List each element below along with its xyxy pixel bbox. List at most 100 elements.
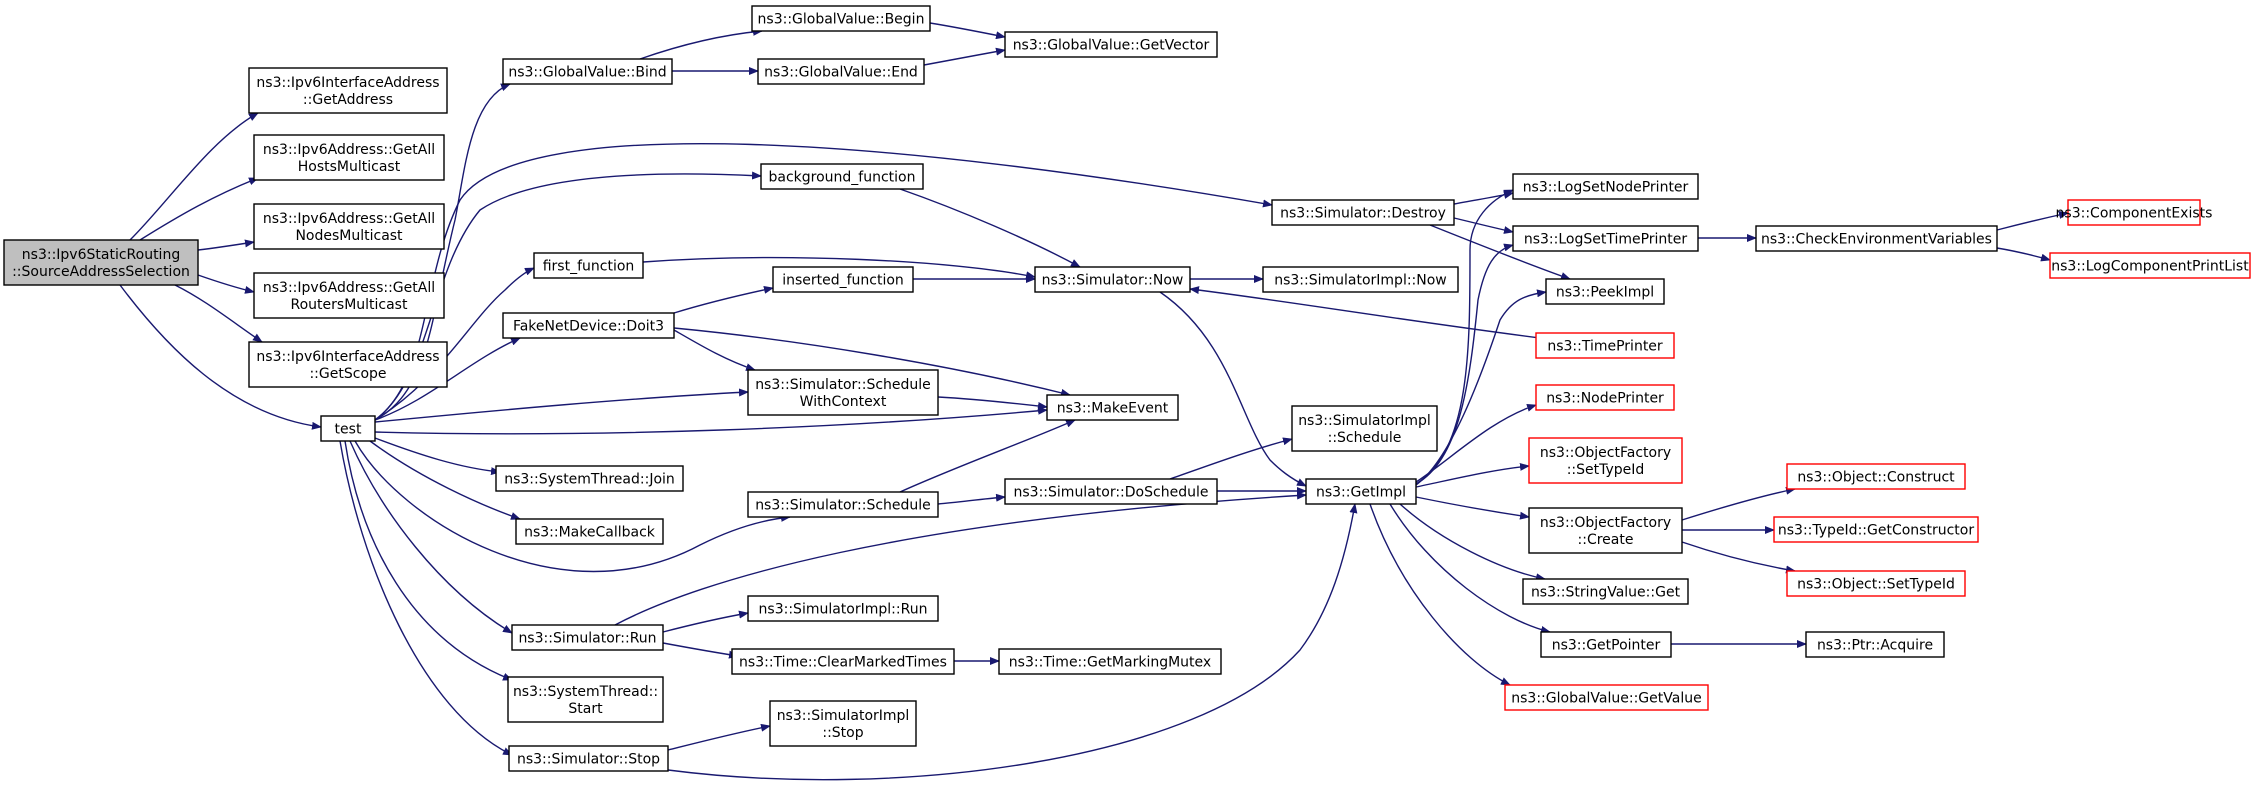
node-box bbox=[1786, 463, 1966, 490]
node-label: ns3::TypeId::GetConstructor bbox=[1778, 523, 1974, 539]
node-label: ns3::SimulatorImpl bbox=[1298, 413, 1431, 429]
edge-fakenet_doit3-to-makeevent bbox=[673, 327, 1071, 397]
node-label: ns3::Ptr::Acquire bbox=[1817, 638, 1933, 654]
node-first_function[interactable]: first_function bbox=[533, 252, 644, 279]
node-label: ns3::MakeCallback bbox=[524, 525, 656, 541]
node-typeid_getctor[interactable]: ns3::TypeId::GetConstructor bbox=[1773, 516, 1979, 543]
node-box bbox=[253, 272, 445, 319]
edge-root-to-ipv6addr_allnodes bbox=[197, 239, 255, 251]
node-simimpl_now[interactable]: ns3::SimulatorImpl::Now bbox=[1262, 266, 1459, 293]
node-box bbox=[502, 58, 673, 85]
node-timeprinter[interactable]: ns3::TimePrinter bbox=[1535, 332, 1675, 359]
node-label: ns3::SystemThread:: bbox=[513, 684, 658, 700]
node-log_nodeprinter[interactable]: ns3::LogSetNodePrinter bbox=[1512, 173, 1699, 200]
node-simimpl_schedule[interactable]: ns3::SimulatorImpl::Schedule bbox=[1291, 405, 1438, 452]
node-stringvalue_get[interactable]: ns3::StringValue::Get bbox=[1522, 578, 1689, 605]
node-label: ns3::Object::Construct bbox=[1797, 470, 1955, 486]
edge-getimpl-to-peekimpl bbox=[1415, 289, 1547, 486]
node-peekimpl[interactable]: ns3::PeekImpl bbox=[1545, 278, 1665, 305]
node-log_timeprinter[interactable]: ns3::LogSetTimePrinter bbox=[1512, 225, 1699, 252]
edge-sim_schedule-to-sim_doschedule bbox=[937, 493, 1006, 505]
node-label: ::GetAddress bbox=[303, 92, 393, 108]
node-fakenet_doit3[interactable]: FakeNetDevice::Doit3 bbox=[502, 312, 675, 339]
node-label: ns3::Ipv6InterfaceAddress bbox=[256, 349, 439, 365]
node-box bbox=[1305, 478, 1417, 505]
node-systhread_join[interactable]: ns3::SystemThread::Join bbox=[495, 465, 684, 492]
node-gv_end[interactable]: ns3::GlobalValue::End bbox=[757, 58, 925, 85]
node-makecallback[interactable]: ns3::MakeCallback bbox=[515, 518, 664, 545]
node-simimpl_run[interactable]: ns3::SimulatorImpl::Run bbox=[747, 595, 939, 622]
node-gv_bind[interactable]: ns3::GlobalValue::Bind bbox=[502, 58, 673, 85]
node-box bbox=[1512, 173, 1699, 200]
node-label: ::Create bbox=[1578, 532, 1634, 548]
node-sim_now[interactable]: ns3::Simulator::Now bbox=[1034, 266, 1191, 293]
node-box bbox=[1046, 394, 1179, 421]
edge-root-to-ipv6addr_allrouters bbox=[197, 274, 255, 294]
node-test[interactable]: test bbox=[320, 415, 376, 442]
node-background_function[interactable]: background_function bbox=[760, 163, 924, 190]
node-ptr_acquire[interactable]: ns3::Ptr::Acquire bbox=[1805, 631, 1945, 658]
edge-test-to-systhread_join bbox=[374, 437, 501, 476]
node-makeevent[interactable]: ns3::MakeEvent bbox=[1046, 394, 1179, 421]
node-ipv6if_getscope[interactable]: ns3::Ipv6InterfaceAddress::GetScope bbox=[248, 341, 448, 388]
node-simimpl_stop[interactable]: ns3::SimulatorImpl::Stop bbox=[769, 700, 917, 747]
edge-sim_run-to-time_clear bbox=[662, 642, 739, 659]
node-label: ns3::ObjectFactory bbox=[1540, 515, 1671, 531]
edge-timeprinter-to-sim_now bbox=[1189, 286, 1541, 339]
node-of_settypeid[interactable]: ns3::ObjectFactory::SetTypeId bbox=[1528, 437, 1683, 484]
node-label: ns3::Object::SetTypeId bbox=[1797, 577, 1955, 593]
edge-sim_destroy-to-peekimpl bbox=[1429, 224, 1571, 280]
edge-sim_now-to-getimpl bbox=[1159, 291, 1307, 487]
node-sim_destroy[interactable]: ns3::Simulator::Destroy bbox=[1271, 199, 1455, 226]
node-obj_construct[interactable]: ns3::Object::Construct bbox=[1786, 463, 1966, 490]
node-gv_getvalue[interactable]: ns3::GlobalValue::GetValue bbox=[1504, 684, 1709, 711]
node-check_env[interactable]: ns3::CheckEnvironmentVariables bbox=[1755, 225, 1998, 252]
node-obj_settypeid[interactable]: ns3::Object::SetTypeId bbox=[1786, 570, 1966, 597]
node-box bbox=[747, 491, 939, 518]
node-label: ns3::GetImpl bbox=[1316, 485, 1406, 501]
node-label: ::Schedule bbox=[1328, 430, 1402, 446]
node-box bbox=[772, 266, 914, 293]
node-box bbox=[320, 415, 376, 442]
edge-root-to-ipv6if_getaddress bbox=[129, 112, 259, 241]
edge-test-to-sim_schedule_wc bbox=[374, 388, 749, 423]
node-box bbox=[508, 745, 669, 772]
node-sim_stop[interactable]: ns3::Simulator::Stop bbox=[508, 745, 669, 772]
nodes-layer: ns3::Ipv6StaticRouting::SourceAddressSel… bbox=[3, 5, 2251, 772]
edge-root-to-ipv6if_getscope bbox=[174, 284, 263, 343]
node-gv_getvector[interactable]: ns3::GlobalValue::GetVector bbox=[1004, 31, 1218, 58]
node-label: HostsMulticast bbox=[298, 159, 401, 175]
edge-sim_run-to-getimpl bbox=[614, 491, 1307, 626]
node-label: first_function bbox=[543, 259, 635, 275]
node-nodeprinter[interactable]: ns3::NodePrinter bbox=[1535, 384, 1675, 411]
node-label: ns3::Time::GetMarkingMutex bbox=[1009, 655, 1211, 671]
node-box bbox=[1786, 570, 1966, 597]
edge-check_env-to-component_exists bbox=[1996, 211, 2069, 231]
node-root[interactable]: ns3::Ipv6StaticRouting::SourceAddressSel… bbox=[3, 239, 199, 286]
node-time_mutex[interactable]: ns3::Time::GetMarkingMutex bbox=[998, 648, 1222, 675]
node-label: ns3::NodePrinter bbox=[1546, 391, 1664, 407]
node-box bbox=[507, 676, 664, 723]
node-gv_begin[interactable]: ns3::GlobalValue::Begin bbox=[751, 5, 931, 32]
node-sim_doschedule[interactable]: ns3::Simulator::DoSchedule bbox=[1004, 478, 1218, 505]
node-inserted_function[interactable]: inserted_function bbox=[772, 266, 914, 293]
node-sim_run[interactable]: ns3::Simulator::Run bbox=[511, 624, 664, 651]
edge-test-to-sim_schedule bbox=[354, 440, 791, 573]
node-component_exists[interactable]: ns3::ComponentExists bbox=[2056, 199, 2213, 226]
edge-getimpl-to-of_settypeid bbox=[1415, 462, 1530, 488]
node-ipv6if_getaddress[interactable]: ns3::Ipv6InterfaceAddress::GetAddress bbox=[248, 67, 448, 114]
node-label: ns3::Simulator::Now bbox=[1042, 273, 1184, 289]
node-getpointer[interactable]: ns3::GetPointer bbox=[1540, 631, 1672, 658]
node-getimpl[interactable]: ns3::GetImpl bbox=[1305, 478, 1417, 505]
node-of_create[interactable]: ns3::ObjectFactory::Create bbox=[1528, 507, 1683, 554]
node-time_clear[interactable]: ns3::Time::ClearMarkedTimes bbox=[731, 648, 955, 675]
node-label: ns3::Ipv6Address::GetAll bbox=[263, 280, 435, 296]
node-systhread_start[interactable]: ns3::SystemThread::Start bbox=[507, 676, 664, 723]
node-sim_schedule[interactable]: ns3::Simulator::Schedule bbox=[747, 491, 939, 518]
node-logcomp_printlist[interactable]: ns3::LogComponentPrintList bbox=[2049, 252, 2251, 279]
edge-getimpl-to-getpointer bbox=[1389, 503, 1551, 634]
